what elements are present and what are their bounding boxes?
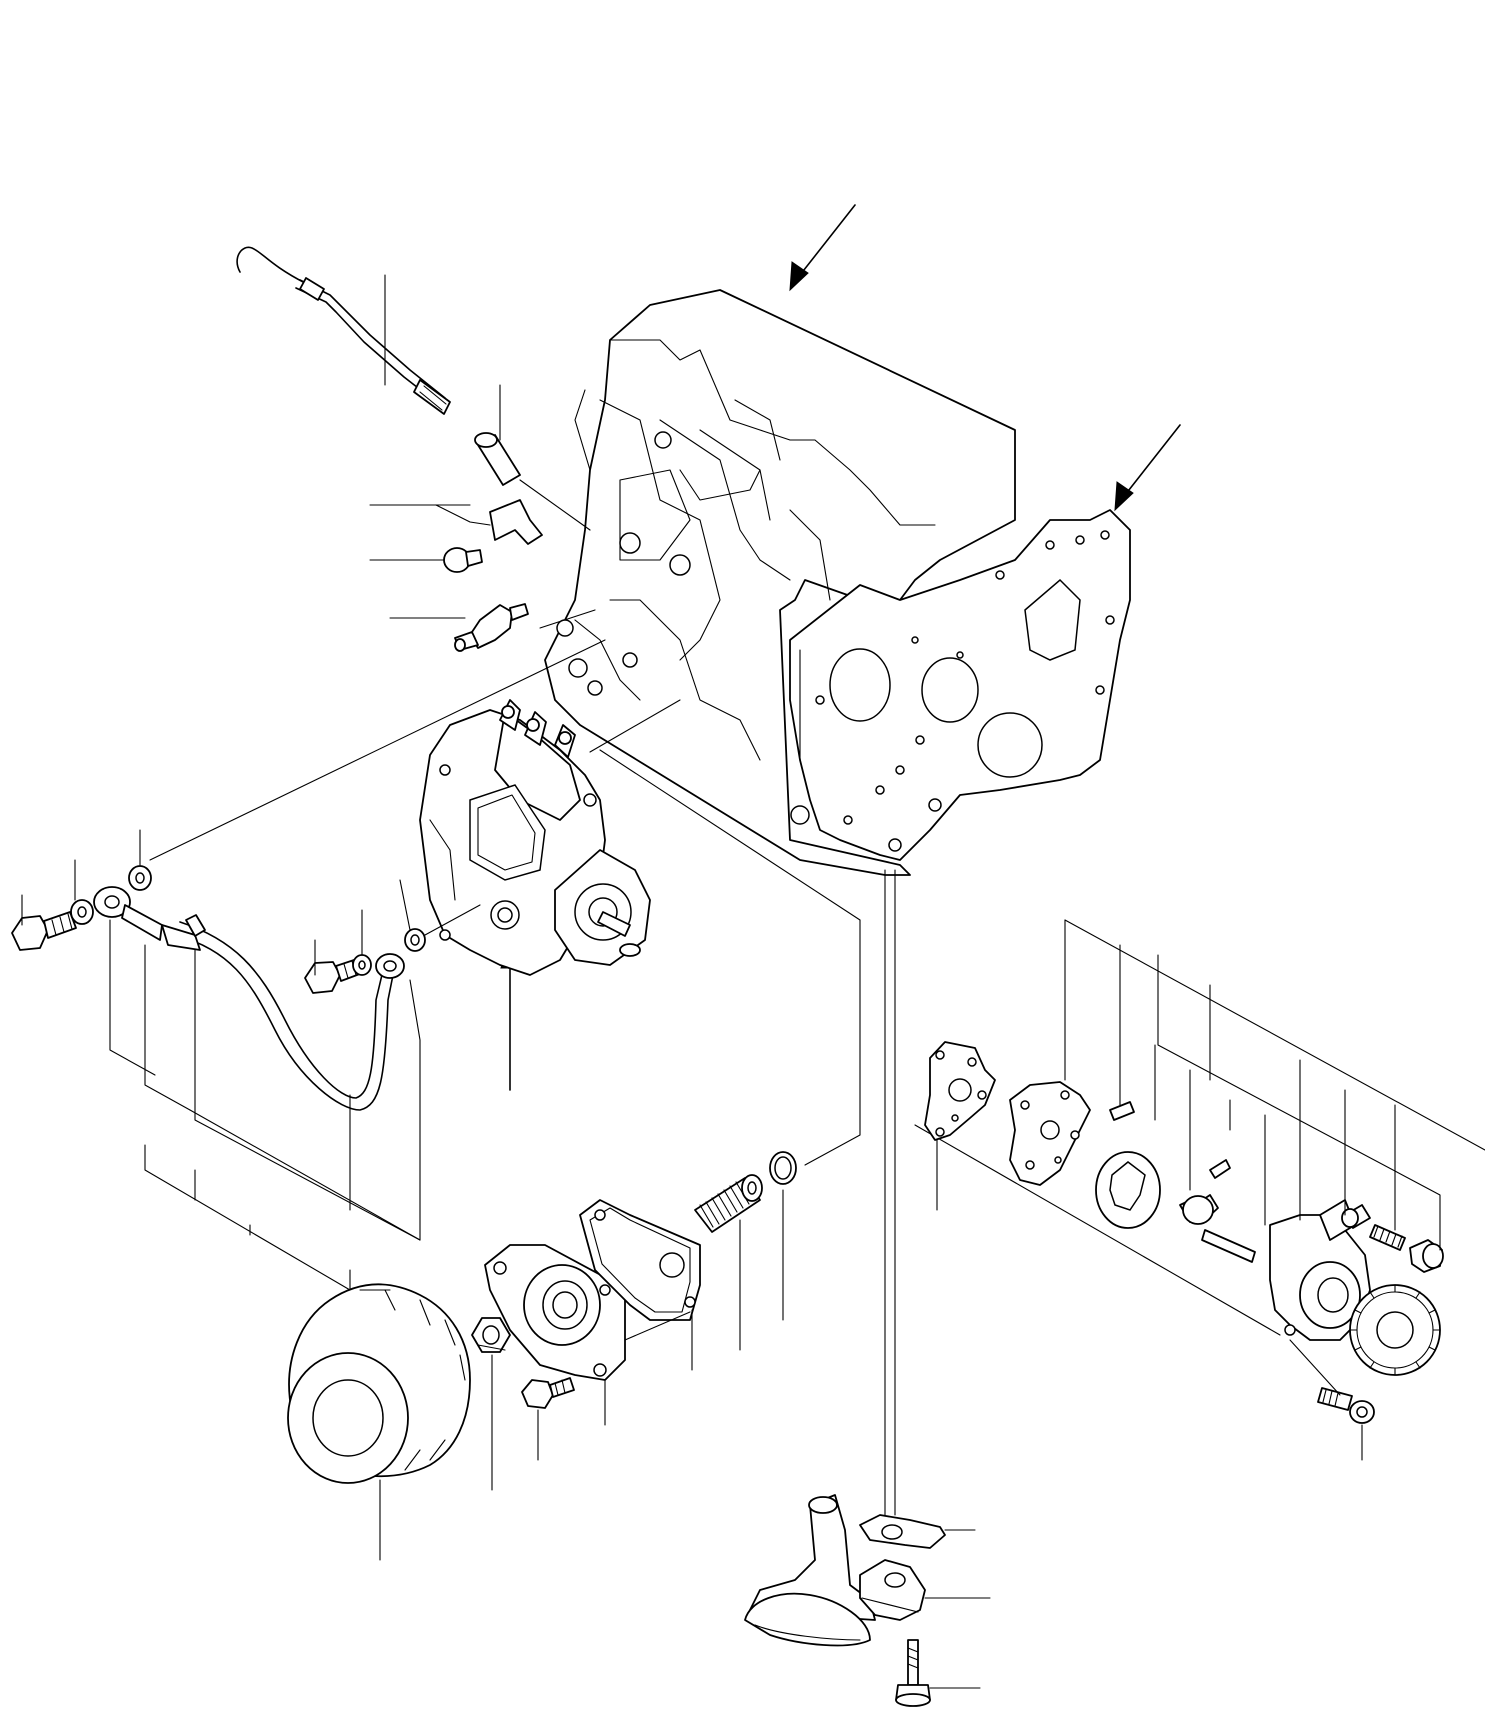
indicator-arrow-right	[1114, 424, 1181, 512]
eye-bolt	[11, 911, 77, 951]
pin	[1109, 1101, 1135, 1121]
connector-pump-engine	[589, 699, 681, 753]
strainer-gasket	[859, 1514, 946, 1549]
oil-pump-gear	[1349, 1284, 1441, 1376]
connector-switch-engine	[539, 609, 596, 629]
dipstick-guide-tube	[474, 432, 521, 486]
connector-washer-pump	[424, 904, 481, 936]
fuel-injection-pump	[419, 699, 651, 976]
connector-guide-engine	[519, 479, 591, 531]
bracket-lines-pipe	[109, 919, 421, 1291]
drain-plug	[443, 547, 483, 573]
gear-case-plate	[789, 509, 1131, 861]
connector-washer-engine	[149, 639, 606, 861]
eye-bolt-right	[304, 954, 372, 994]
oil-pressure-switch	[454, 603, 529, 652]
relief-valve	[1341, 1204, 1371, 1229]
connector-body-bolt	[1289, 1339, 1341, 1396]
bracket-lines-pump	[1064, 919, 1485, 1251]
bolt-pump	[1317, 1387, 1375, 1424]
oil-pump-body	[1269, 1199, 1371, 1341]
connector-gasket-bracket	[624, 1311, 691, 1341]
nut	[471, 1317, 511, 1353]
connector-pump-group	[914, 1124, 1281, 1336]
bracket	[435, 499, 543, 545]
relief-valve-spring	[694, 1174, 763, 1233]
relief-valve-plug	[1409, 1239, 1444, 1273]
connector-oring-end	[804, 1134, 861, 1166]
washer	[70, 899, 94, 925]
filter-bracket	[484, 1244, 626, 1381]
oil-pump-gasket	[924, 1041, 996, 1141]
oil-pump-shaft	[1201, 1229, 1256, 1263]
dipstick	[236, 246, 451, 415]
o-ring	[769, 1151, 797, 1185]
indicator-arrow-top	[789, 204, 856, 292]
strainer-bolt	[895, 1639, 931, 1707]
bolt	[521, 1377, 575, 1409]
washer-upper	[128, 865, 152, 891]
washer-pump	[404, 928, 426, 952]
oil-filter-cartridge	[287, 1283, 471, 1484]
engine-block	[544, 289, 1016, 876]
oil-pump-cover	[1009, 1081, 1091, 1186]
gasket	[579, 1199, 701, 1321]
relief-spring	[1369, 1224, 1406, 1251]
leader-washer-pump	[399, 879, 411, 931]
strainer-bracket	[859, 1559, 926, 1621]
oil-pump-rotor	[1095, 1151, 1231, 1229]
oil-pipe-assembly	[93, 886, 405, 1111]
connector-pump-relief	[599, 749, 861, 921]
oil-strainer	[744, 1494, 876, 1647]
